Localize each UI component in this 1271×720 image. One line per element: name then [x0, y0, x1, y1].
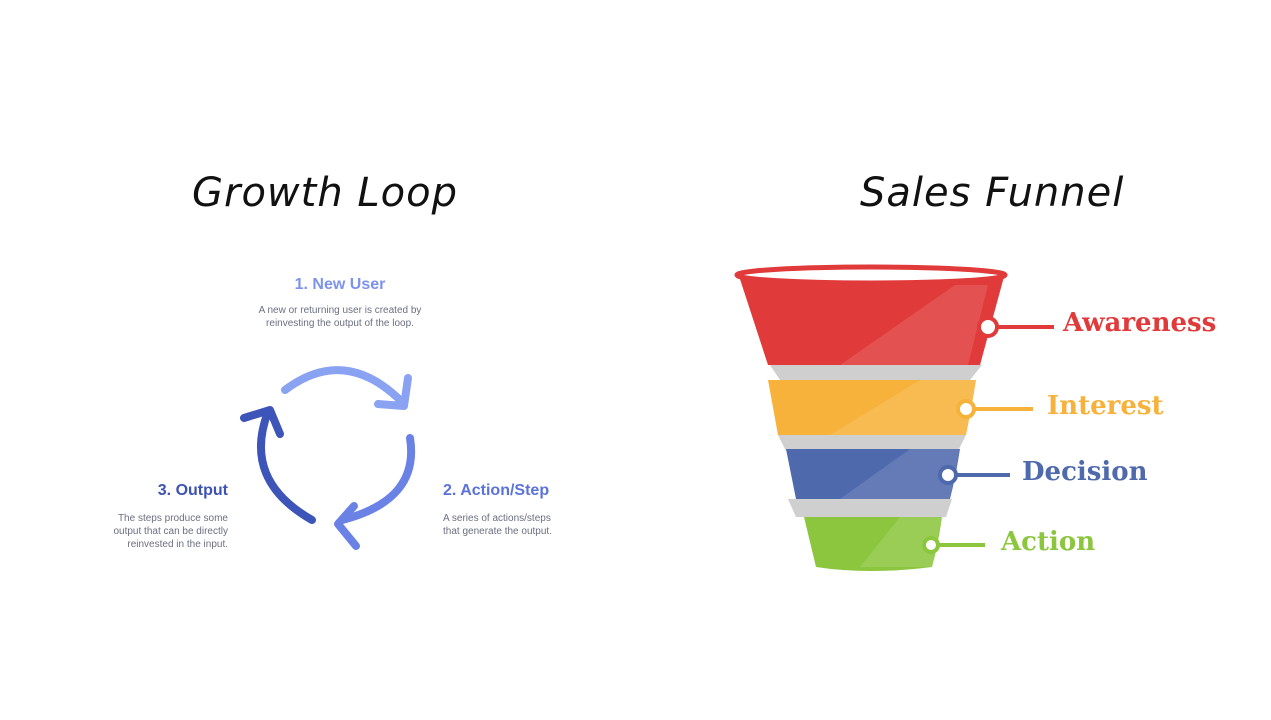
funnel-layer-decision — [786, 449, 1010, 499]
step-action-description: A series of actions/steps that generate … — [443, 513, 552, 537]
loop-arrow-left — [240, 406, 316, 524]
growth-loop-title: Growth Loop — [192, 170, 458, 216]
sales-funnel-title: Sales Funnel — [860, 170, 1125, 216]
funnel-connector — [770, 365, 982, 380]
funnel-graphic — [734, 264, 1054, 571]
funnel-layer-awareness — [734, 264, 1054, 365]
step-output-heading: 3. Output — [157, 482, 228, 499]
stage-label-awareness: Awareness — [1063, 308, 1217, 338]
funnel-connector — [788, 499, 952, 517]
loop-arrows — [240, 366, 416, 550]
step-new-user-description: A new or returning user is created by re… — [258, 305, 422, 329]
funnel-layer-interest — [768, 380, 1033, 435]
stage-label-interest: Interest — [1047, 391, 1164, 421]
funnel-layer-action — [804, 517, 985, 571]
loop-arrow-right — [334, 434, 416, 550]
funnel-connector — [778, 435, 966, 451]
step-output-description: The steps produce some output that can b… — [113, 513, 228, 550]
loop-arrow-top — [281, 366, 412, 410]
step-new-user-heading: 1. New User — [294, 276, 386, 293]
step-action-heading: 2. Action/Step — [443, 482, 550, 499]
stage-label-action: Action — [1001, 527, 1096, 557]
stage-label-decision: Decision — [1022, 457, 1148, 487]
